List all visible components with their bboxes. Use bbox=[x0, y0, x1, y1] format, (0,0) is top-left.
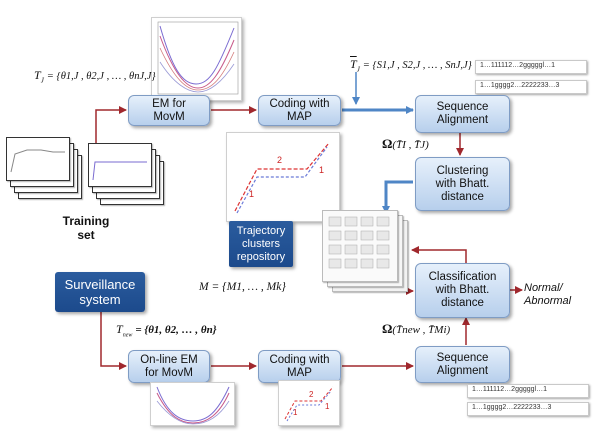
em-movm-node: EM for MovM bbox=[128, 95, 210, 126]
bottom-seg-2-label: 2 bbox=[309, 390, 314, 399]
top-seg-2-label: 2 bbox=[277, 155, 282, 165]
training-stack-right bbox=[88, 143, 168, 211]
sequence-card-bottom-2: 1…1gggg2…2222233…3 bbox=[467, 402, 589, 416]
bottom-seg-1b-label: 1 bbox=[325, 402, 330, 411]
repository-stack bbox=[322, 210, 414, 298]
training-stack-left bbox=[6, 137, 86, 205]
sequence-alignment-bottom-node: Sequence Alignment bbox=[415, 346, 510, 383]
clustering-node: Clustering with Bhatt. distance bbox=[415, 157, 510, 211]
top-seg-1a-label: 1 bbox=[249, 189, 254, 199]
online-em-node: On-line EM for MovM bbox=[128, 350, 210, 383]
density-plot-bottom bbox=[150, 382, 235, 426]
coding-plot-top-lines: 2 1 1 bbox=[234, 142, 330, 214]
trajectory-repository-label: Trajectory clusters repository bbox=[229, 221, 293, 267]
sequence-card-top-2: 1…1gggg2…2222233…3 bbox=[475, 80, 587, 94]
classification-node: Classification with Bhatt. distance bbox=[415, 263, 510, 318]
arrow-clustering-to-repo bbox=[382, 180, 413, 214]
coding-plot-top: 2 1 1 bbox=[226, 132, 340, 222]
coding-plot-bottom-lines: 2 1 1 bbox=[284, 386, 334, 422]
coding-plot-bottom: 2 1 1 bbox=[278, 380, 340, 426]
omega-bottom-formula: Ω(T̄new , T̄Mi) bbox=[382, 321, 451, 336]
bottom-seg-1a-label: 1 bbox=[293, 408, 298, 417]
arrow-training-to-em bbox=[95, 106, 127, 152]
coding-map-bottom-node: Coding with MAP bbox=[258, 350, 341, 383]
sequence-card-top-1: 1…111112…2gggggl…1 bbox=[475, 60, 587, 74]
training-set-label: Training set bbox=[62, 214, 110, 242]
surveillance-system-box: Surveillance system bbox=[55, 272, 145, 312]
tnew-formula: Tnew = {θ1, θ2, … , θn} bbox=[116, 322, 217, 339]
density-curves-top bbox=[157, 21, 239, 95]
density-plot-top bbox=[151, 17, 242, 101]
tbar-formula: TJ = {S1,J , S2,J , … , SnJ,J} bbox=[350, 57, 472, 74]
sequence-card-bottom-1: 1…111112…2gggggl…1 bbox=[467, 384, 589, 398]
normal-abnormal-output: Normal/ Abnormal bbox=[524, 282, 572, 307]
coding-map-top-node: Coding with MAP bbox=[258, 95, 341, 126]
density-curves-bottom bbox=[156, 386, 230, 425]
m-definition-formula: M = {M1, … , Mk} bbox=[199, 281, 286, 293]
arrow-surveillance-to-em bbox=[100, 312, 127, 370]
sequence-alignment-top-node: Sequence Alignment bbox=[415, 95, 510, 133]
tj-formula: TJ = {θ1,J , θ2,J , … , θnJ,J} bbox=[34, 68, 156, 85]
arrow-classification-to-repo bbox=[411, 246, 467, 263]
top-seg-1b-label: 1 bbox=[319, 165, 324, 175]
omega-top-formula: Ω(T̄I , T̄J) bbox=[382, 136, 429, 151]
